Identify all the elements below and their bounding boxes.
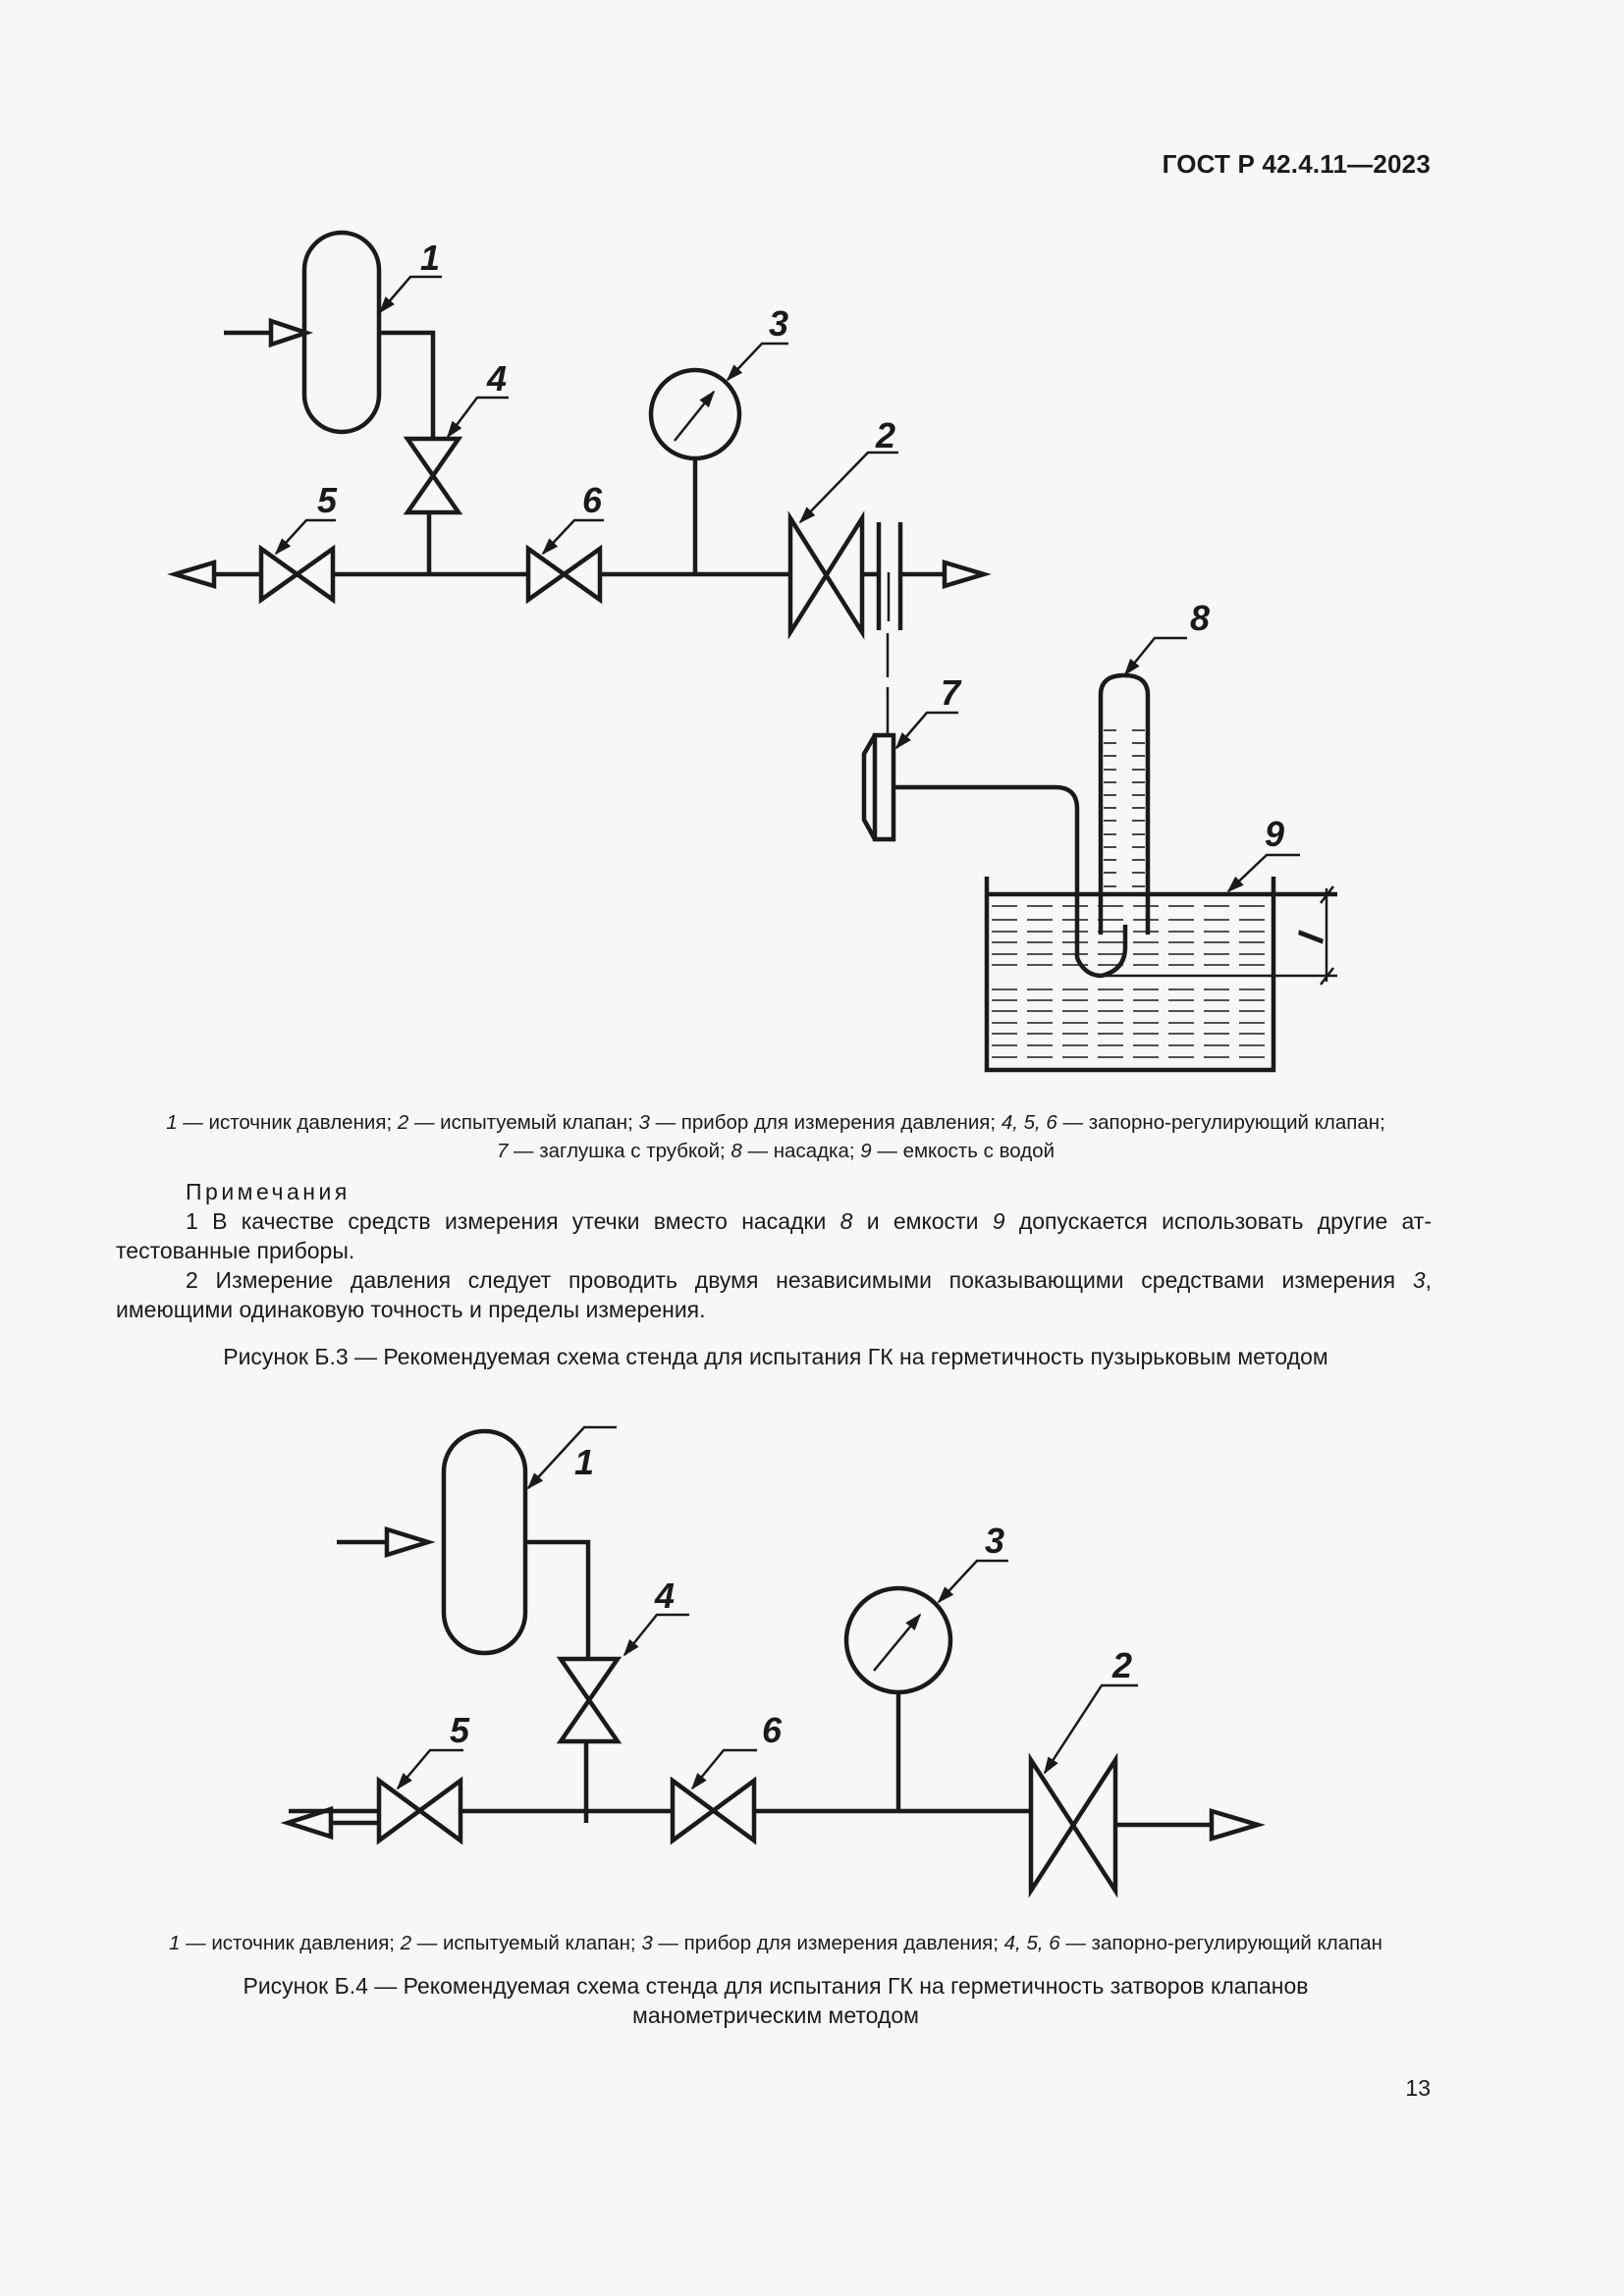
legend-ref: 2 [397,1111,409,1134]
callout-2: 2 [1111,1645,1132,1685]
callout-1: 1 [574,1442,594,1482]
legend-ref: 3 [638,1111,650,1134]
notes-title: Примечания [186,1179,351,1204]
pressure-gauge-icon [648,367,742,574]
caption-line-2: манометрическим методом [632,2002,919,2028]
valve-4-icon [556,1656,623,1823]
legend-ref: 3 [641,1932,653,1954]
pressure-gauge-icon [843,1585,953,1811]
legend-text: — емкость с водой [871,1140,1056,1162]
figure-b3-legend: 1 — источник давления; 2 — испытуемый кл… [108,1108,1443,1165]
figure-b4-caption: Рисунок Б.4 — Рекомендуемая схема стенда… [108,1971,1443,2030]
note-text: и емкости [852,1208,993,1234]
legend-line-1: 1 — источник давления; 2 — испытуемый кл… [108,1108,1443,1137]
legend-ref: 1 [169,1932,181,1954]
page-number: 13 [1405,2075,1431,2101]
legend-ref: 4, 5, 6 [1001,1111,1057,1134]
figure-b4-diagram: 1 2 3 4 5 6 [280,1425,1266,1898]
legend-ref: 7 [496,1140,509,1162]
note-text: , имеющими одинаковую точность и пределы… [116,1267,1432,1322]
note-text: допускается использовать другие ат-тесто… [116,1208,1432,1263]
legend-text: — источник давления; [177,1111,398,1134]
legend-line-2: 7 — заглушка с трубкой; 8 — насадка; 9 —… [108,1137,1443,1165]
callout-leaders [274,275,1300,893]
note-ref: 9 [992,1208,1005,1234]
callout-4: 4 [654,1575,675,1616]
pressure-source-icon [337,1428,591,1659]
legend-text: — источник давления; [180,1932,401,1954]
pressure-source-icon [224,230,436,439]
tested-valve-2-icon [787,510,992,640]
legend-text: — насадка; [741,1140,861,1162]
legend-text: — запорно-регулирующий клапан [1059,1932,1382,1954]
note-1: 1 В качестве средств измерения утечки вм… [116,1206,1432,1265]
valve-6-icon [525,544,603,605]
callout-9: 9 [1265,814,1284,854]
callout-5: 5 [450,1710,470,1750]
legend-text: — прибор для измерения давления; [649,1111,1001,1134]
note-text: 1 В качестве средств измерения утечки вм… [186,1208,840,1234]
figure-b4-legend: 1 — источник давления; 2 — испытуемый кл… [108,1929,1443,1957]
valve-6-icon [670,1776,757,1845]
callout-8: 8 [1190,598,1210,638]
tested-valve-2-icon [1028,1752,1266,1898]
note-ref: 8 [839,1208,853,1234]
valve-4-icon [403,436,463,574]
legend-text: — испытуемый клапан; [411,1932,642,1954]
legend-text: — заглушка с трубкой; [508,1140,731,1162]
legend-ref: 4, 5, 6 [1003,1932,1060,1954]
note-text: 2 Измерение давления следует проводить д… [186,1267,1413,1293]
callout-4: 4 [486,358,507,399]
figure-b3-diagram: l 1 2 3 4 5 6 7 8 9 [167,230,1337,1073]
callout-leaders [396,1425,1138,1790]
figure-b3-notes: Примечания 1 В качестве средств измерени… [116,1177,1432,1324]
callout-6: 6 [762,1710,783,1750]
callout-7: 7 [941,672,962,713]
water-vessel-icon [984,877,1337,1073]
valve-5-icon [376,1776,463,1845]
valve-5-icon [258,544,336,605]
callout-6: 6 [582,480,603,520]
callout-3: 3 [985,1521,1004,1561]
legend-ref: 8 [731,1140,742,1162]
plug-with-tube-icon [861,732,1128,979]
legend-ref: 9 [860,1140,872,1162]
legend-text: — прибор для измерения давления; [652,1932,1004,1954]
document-code-header: ГОСТ Р 42.4.11—2023 [1162,149,1431,179]
callout-5: 5 [317,480,338,520]
note-2: 2 Измерение давления следует проводить д… [116,1265,1432,1324]
caption-line-1: Рисунок Б.4 — Рекомендуемая схема стенда… [243,1973,1309,1999]
legend-text: — запорно-регулирующий клапан; [1056,1111,1385,1134]
figure-b3-caption: Рисунок Б.3 — Рекомендуемая схема стенда… [223,1344,1328,1369]
legend-text: — испытуемый клапан; [408,1111,639,1134]
callout-3: 3 [769,303,788,344]
callout-1: 1 [420,238,440,278]
legend-ref: 1 [166,1111,178,1134]
legend-ref: 2 [400,1932,412,1954]
callout-2: 2 [875,415,895,455]
legend-line-1: 1 — источник давления; 2 — испытуемый кл… [108,1929,1443,1957]
note-ref: 3 [1412,1267,1426,1293]
outlet-arrow-left-icon [167,559,217,590]
outlet-arrow-left-icon [280,1805,334,1841]
